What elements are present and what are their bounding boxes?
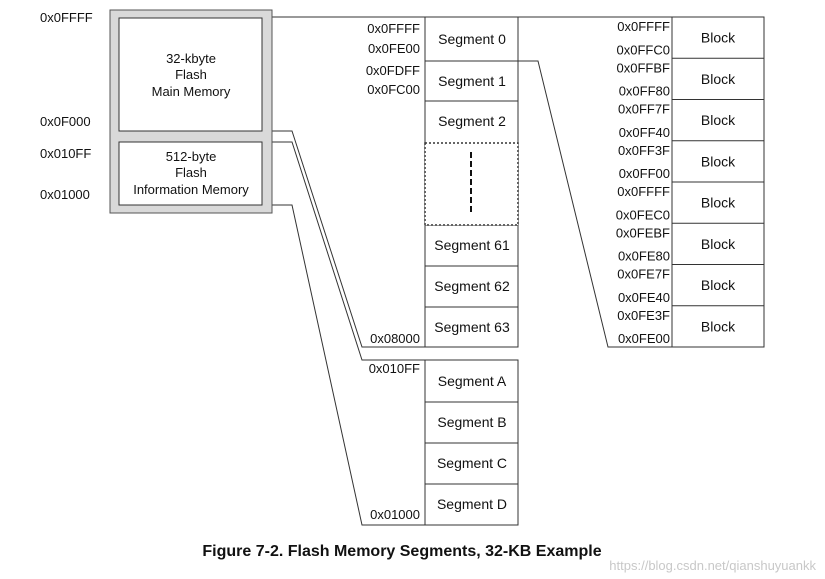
block-address-high: 0x0FE3F <box>617 308 670 323</box>
left-address-labels: 0x0FFFF 0x0F000 0x010FF 0x01000 <box>40 10 93 202</box>
main-segment-address: 0x0FE00 <box>368 41 420 56</box>
block-address-high: 0x0FE7F <box>617 267 670 282</box>
main-segment-addresses: 0x0FFFF 0x0FE00 0x0FDFF 0x0FC00 0x08000 <box>366 21 420 346</box>
watermark: https://blog.csdn.net/qianshuyuankk <box>609 558 816 573</box>
info-segment-label: Segment D <box>437 496 507 512</box>
info-segment-label: Segment C <box>437 455 507 471</box>
main-segment-address: 0x0FFFF <box>367 21 420 36</box>
block-address-low: 0x0FE40 <box>618 290 670 305</box>
block-address-low: 0x0FE00 <box>618 331 670 346</box>
figure-caption: Figure 7-2. Flash Memory Segments, 32-KB… <box>202 543 601 560</box>
info-memory-box <box>118 141 263 206</box>
block-column: Block0x0FFFF0x0FFC0Block0x0FFBF0x0FF80Bl… <box>616 16 765 348</box>
info-segment-address: 0x010FF <box>369 361 420 376</box>
main-segment-address: 0x08000 <box>370 331 420 346</box>
main-segment-label: Segment 1 <box>438 73 506 89</box>
block-label: Block <box>701 112 736 128</box>
left-address-label: 0x0FFFF <box>40 10 93 25</box>
info-memory-line: Information Memory <box>133 182 249 197</box>
block-address-high: 0x0FEBF <box>616 225 670 240</box>
block-label: Block <box>701 277 736 293</box>
block-address-low: 0x0FF40 <box>619 125 670 140</box>
block-label: Block <box>701 71 736 87</box>
main-memory-box <box>118 17 263 132</box>
main-segment-label: Segment 2 <box>438 113 506 129</box>
block-address-high: 0x0FF3F <box>618 143 670 158</box>
main-memory-label: 32-kbyte Flash Main Memory <box>152 51 231 99</box>
block-address-high: 0x0FFFF <box>617 184 670 199</box>
info-memory-label: 512-byte Flash Information Memory <box>133 149 249 197</box>
block-address-low: 0x0FEC0 <box>616 207 670 222</box>
left-address-label: 0x010FF <box>40 146 91 161</box>
main-memory-line: 32-kbyte <box>166 51 216 66</box>
block-address-low: 0x0FF80 <box>619 84 670 99</box>
info-segment-addresses: 0x010FF 0x01000 <box>369 361 420 522</box>
connector-info-bottom <box>272 204 425 526</box>
block-label: Block <box>701 195 736 211</box>
block-address-low: 0x0FFC0 <box>617 42 670 57</box>
block-address-low: 0x0FF00 <box>619 166 670 181</box>
info-memory-line: Flash <box>175 165 207 180</box>
info-segment-label: Segment A <box>438 373 507 389</box>
main-memory-line: Main Memory <box>152 84 231 99</box>
connector-info-top <box>272 141 425 361</box>
block-address-low: 0x0FE80 <box>618 249 670 264</box>
main-segment-column: Segment 0 Segment 1 Segment 2 Segment 61… <box>366 16 519 348</box>
main-segment-label: Segment 62 <box>434 278 510 294</box>
connector-block-bottom <box>518 60 672 348</box>
info-segment-column: Segment A Segment B Segment C Segment D … <box>369 359 519 526</box>
connector-lines <box>272 16 672 526</box>
memory-map: 32-kbyte Flash Main Memory 512-byte Flas… <box>40 9 273 214</box>
info-memory-line: 512-byte <box>166 149 217 164</box>
block-label: Block <box>701 236 736 252</box>
info-segment-labels: Segment A Segment B Segment C Segment D <box>437 373 507 512</box>
block-label: Block <box>701 30 736 46</box>
main-segment-address: 0x0FDFF <box>366 63 420 78</box>
left-address-label: 0x01000 <box>40 187 90 202</box>
block-label: Block <box>701 318 736 334</box>
info-segment-address: 0x01000 <box>370 507 420 522</box>
main-segment-label: Segment 0 <box>438 31 506 47</box>
block-address-high: 0x0FF7F <box>618 102 670 117</box>
connector-main-bottom <box>272 130 425 348</box>
info-segment-label: Segment B <box>437 414 506 430</box>
main-segment-label: Segment 61 <box>434 237 510 253</box>
main-segment-label: Segment 63 <box>434 319 510 335</box>
block-label: Block <box>701 153 736 169</box>
main-segment-address: 0x0FC00 <box>367 82 420 97</box>
main-segment-labels: Segment 0 Segment 1 Segment 2 Segment 61… <box>434 31 510 335</box>
block-address-high: 0x0FFFF <box>617 19 670 34</box>
left-address-label: 0x0F000 <box>40 114 91 129</box>
main-memory-line: Flash <box>175 67 207 82</box>
block-address-high: 0x0FFBF <box>617 60 671 75</box>
